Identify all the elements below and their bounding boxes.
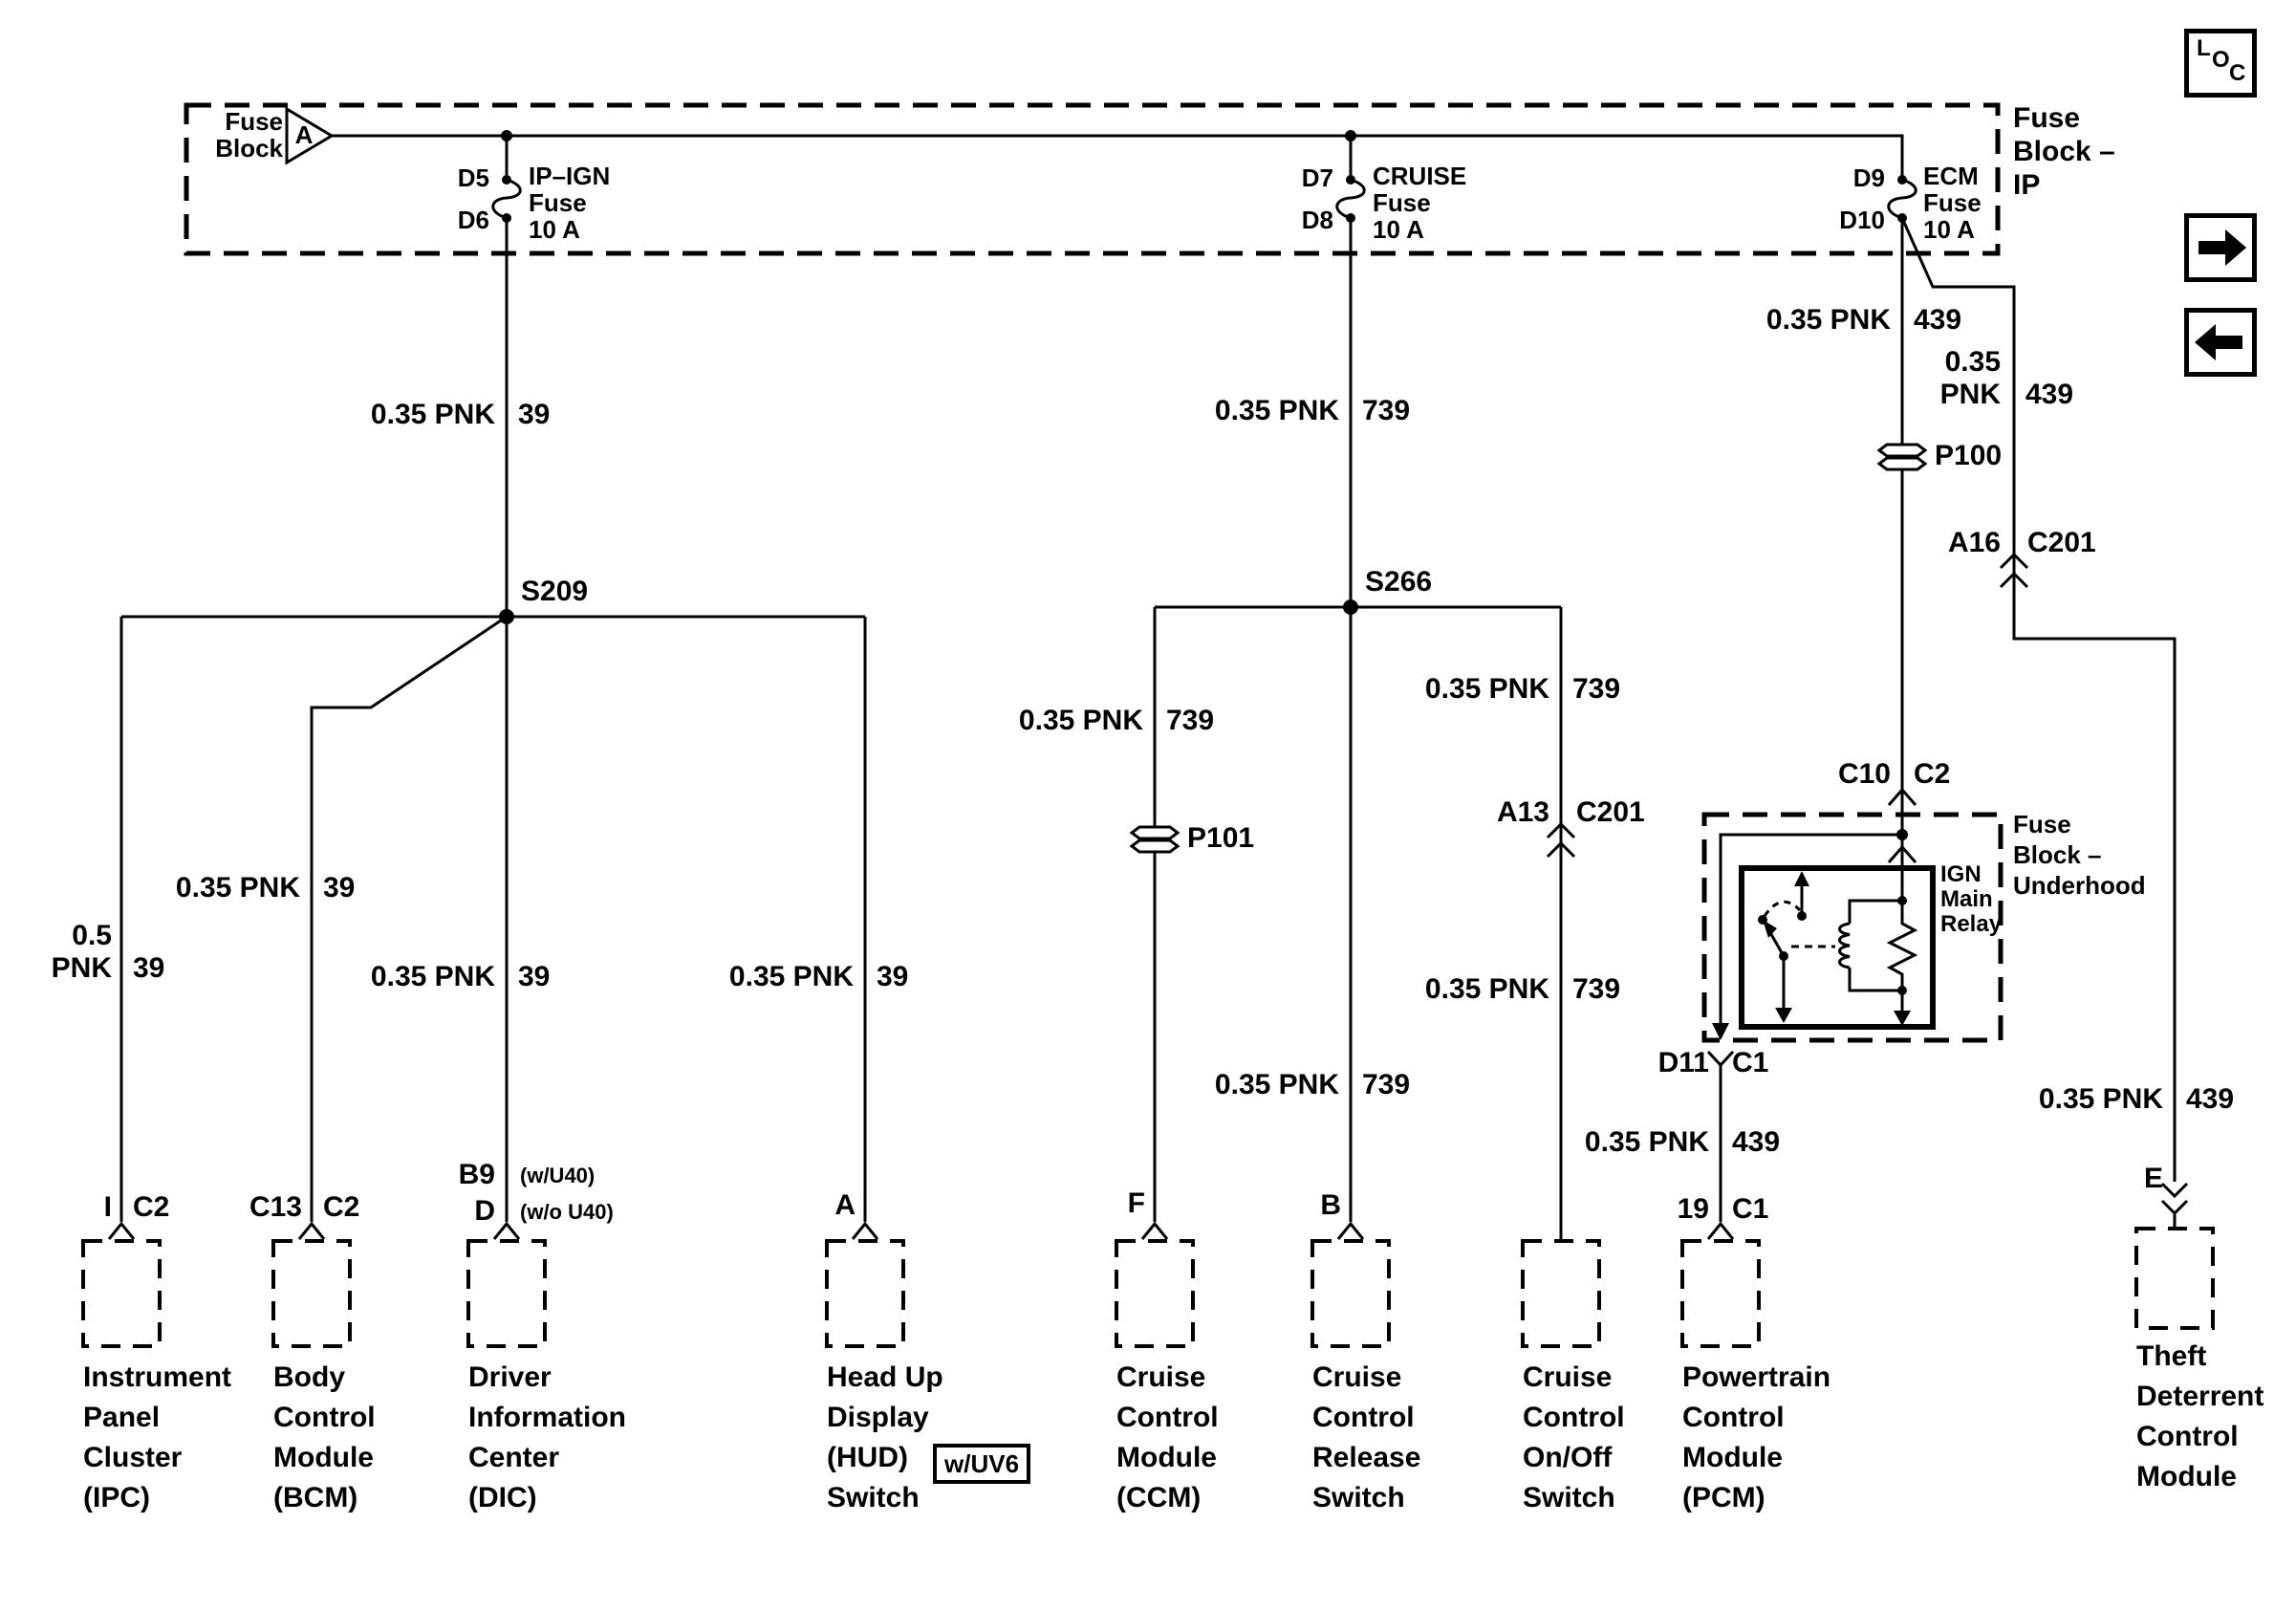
module-name-theft: Theft Deterrent Control Module	[2136, 1340, 2264, 1492]
wire-label-onoff-upper: 0.35 PNK	[1424, 673, 1549, 705]
pin-conn-ipc: C2	[133, 1191, 170, 1223]
wire-label-cruise-feed: 0.35 PNK	[1214, 395, 1339, 426]
pin-note-dic: (w/o U40)	[520, 1200, 614, 1224]
conn-d11-pin: D11	[1657, 1047, 1709, 1078]
wire-circuit-onoff-upper: 739	[1572, 673, 1621, 705]
wire-circuit-ipc: 39	[133, 952, 165, 984]
wire-circuit-ccm: 739	[1166, 705, 1215, 736]
wire-circuit-onoff-lower: 739	[1572, 973, 1621, 1005]
option-tag-uv6: w/UV6	[933, 1444, 1031, 1484]
wire-label-ecm-left: 0.35 PNK	[1765, 304, 1891, 336]
pin-pcm: 19	[1677, 1193, 1709, 1225]
ign-main-relay-symbol	[1758, 871, 1918, 1026]
fuse-block-ip-title: Fuse Block – IP	[2013, 102, 2115, 201]
fuse-pin-top: D5	[457, 163, 489, 192]
conn-c10-pin: C10	[1837, 758, 1891, 790]
conn-a13-pin: A13	[1496, 796, 1549, 828]
splice-label-s266: S266	[1365, 566, 1433, 598]
fuse-pin-bottom: D8	[1301, 206, 1333, 234]
fuse-pin-top: D9	[1852, 163, 1885, 192]
pin-dic: D	[474, 1195, 495, 1227]
wire-label-ign-feed: 0.35 PNK	[370, 399, 495, 430]
pin-conn-pcm: C1	[1732, 1193, 1769, 1225]
module-name-onoff: Cruise Control On/Off Switch	[1523, 1361, 1625, 1513]
wire-label-bcm: 0.35 PNK	[175, 872, 300, 903]
pass-through-label-p101: P101	[1187, 822, 1255, 854]
splice-label-s209: S209	[521, 576, 589, 607]
conn-a16-pin: A16	[1947, 527, 2001, 558]
module-name-ccm: Cruise Control Module (CCM)	[1116, 1361, 1219, 1513]
conn-c10-name: C2	[1914, 758, 1951, 790]
fuse-block-tag: Fuse Block	[215, 107, 283, 163]
ign-main-relay-label: IGN Main Relay	[1940, 861, 2003, 937]
conn-a13-name: C201	[1576, 796, 1645, 828]
wire-circuit-ecm-right: 439	[2025, 379, 2074, 410]
fuse-block-tag-id: A	[294, 120, 314, 149]
pin-bcm: C13	[249, 1191, 302, 1223]
wire-label-dic: 0.35 PNK	[370, 961, 495, 992]
module-name-hud: Head Up Display (HUD) Switch	[827, 1361, 943, 1513]
fuse-pin-bottom: D6	[457, 206, 489, 234]
back-button[interactable]	[2184, 308, 2257, 377]
forward-button[interactable]	[2184, 213, 2257, 282]
fuse-pin-top: D7	[1301, 163, 1333, 192]
wire-label-release: 0.35 PNK	[1214, 1069, 1339, 1100]
wire-circuit-bcm: 39	[323, 872, 356, 903]
fuse-label: ECM Fuse 10 A	[1923, 162, 1982, 244]
wire-circuit-theft: 439	[2186, 1083, 2235, 1115]
fuse-block-underhood-title: Fuse Block – Underhood	[2013, 810, 2146, 900]
module-name-bcm: Body Control Module (BCM)	[273, 1361, 376, 1513]
module-pin-chevrons	[107, 1221, 1735, 1240]
loc-button[interactable]: L O C	[2184, 29, 2257, 98]
conn-d11-name: C1	[1732, 1047, 1769, 1078]
pin-hud: A	[834, 1189, 856, 1221]
module-name-release: Cruise Control Release Switch	[1312, 1361, 1421, 1513]
fuse-label: CRUISE Fuse 10 A	[1373, 162, 1467, 244]
wire-label-ccm: 0.35 PNK	[1018, 705, 1143, 736]
loc-letter: L	[2197, 35, 2211, 61]
pin-ccm: F	[1127, 1187, 1145, 1219]
loc-letter: C	[2229, 60, 2246, 86]
wire-label-pcm: 0.35 PNK	[1584, 1126, 1709, 1158]
wire-circuit-ign-feed: 39	[518, 399, 551, 430]
wire-circuit-release: 739	[1362, 1069, 1411, 1100]
wire-label-theft: 0.35 PNK	[2038, 1083, 2163, 1115]
back-arrow-icon	[2195, 324, 2242, 360]
wire-circuit-hud: 39	[877, 961, 909, 992]
wire-circuit-pcm: 439	[1732, 1126, 1781, 1158]
wire-label-ipc: 0.5 PNK	[51, 920, 112, 984]
pin-note-dic-u40: (w/U40)	[520, 1164, 596, 1187]
conn-a16-name: C201	[2027, 527, 2096, 558]
wire-label-onoff-lower: 0.35 PNK	[1424, 973, 1549, 1005]
pin-conn-bcm: C2	[323, 1191, 360, 1223]
pin-theft: E	[2143, 1163, 2163, 1194]
module-name-pcm: Powertrain Control Module (PCM)	[1682, 1361, 1831, 1513]
fuse-pin-bottom: D10	[1839, 206, 1885, 234]
module-boxes	[81, 1227, 2215, 1348]
wire-circuit-dic: 39	[518, 961, 551, 992]
pin-ipc: I	[103, 1191, 112, 1223]
module-name-ipc: Instrument Panel Cluster (IPC)	[83, 1361, 232, 1513]
pass-through-symbols	[1129, 443, 1928, 854]
fuse-label: IP–IGN Fuse 10 A	[529, 162, 611, 244]
forward-arrow-icon	[2199, 229, 2246, 266]
wire-circuit-ecm-left: 439	[1914, 304, 1962, 336]
loc-letter: O	[2212, 47, 2230, 73]
wire-label-ecm-right: 0.35 PNK	[1939, 346, 2001, 410]
pin-release: B	[1320, 1189, 1341, 1221]
pin-dic-u40: B9	[458, 1159, 495, 1190]
module-name-dic: Driver Information Center (DIC)	[468, 1361, 626, 1513]
fuse-symbols	[491, 175, 1917, 223]
wire-label-hud: 0.35 PNK	[728, 961, 854, 992]
wire-circuit-cruise-feed: 739	[1362, 395, 1411, 426]
pass-through-label-p100: P100	[1935, 440, 2003, 471]
